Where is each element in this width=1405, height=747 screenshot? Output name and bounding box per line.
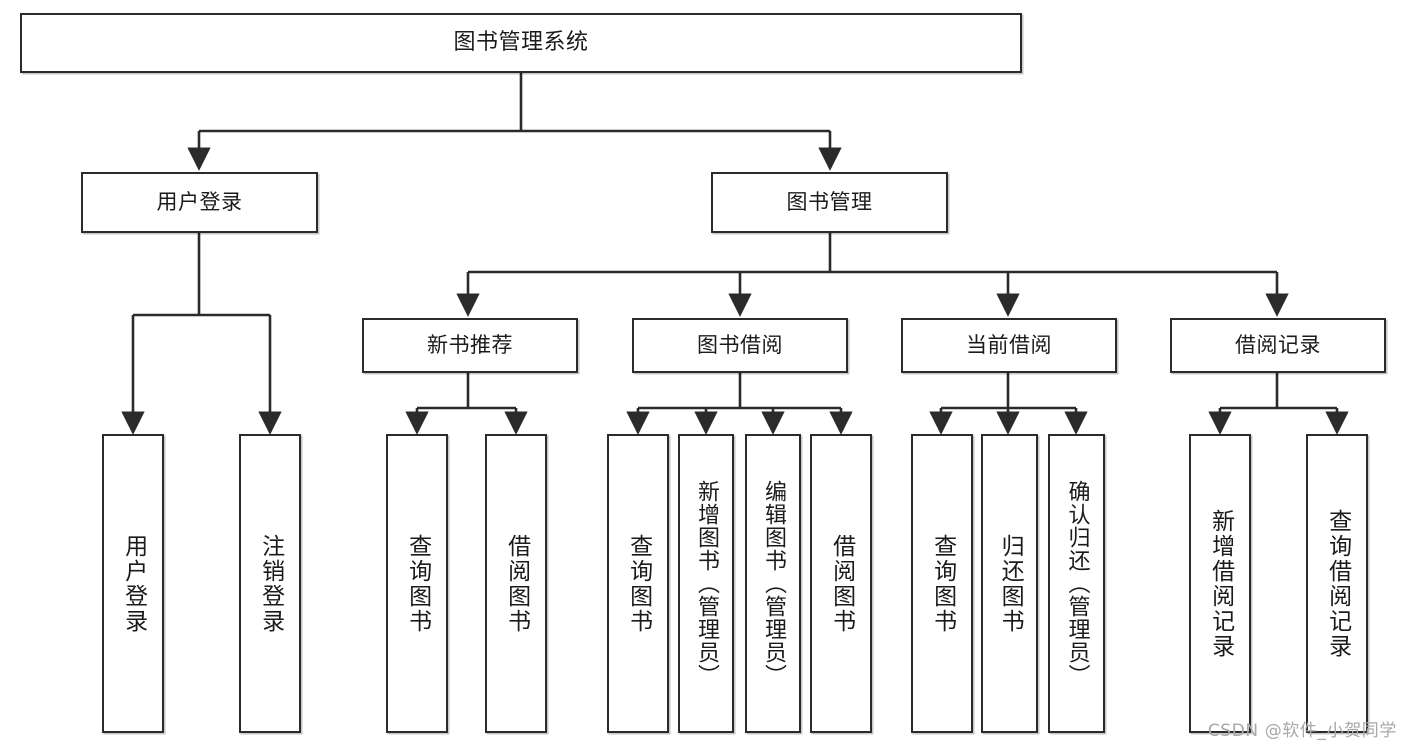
leaf-query-book-current[interactable]: 查询图书 [911,434,973,733]
node-label: 确认归还（管理员） [1064,480,1090,687]
node-label: 查询图书 [625,533,652,634]
leaf-return-book[interactable]: 归还图书 [981,434,1038,733]
node-root-book-management-system[interactable]: 图书管理系统 [20,13,1022,73]
node-label: 借阅图书 [828,533,855,634]
leaf-query-book-recommend[interactable]: 查询图书 [386,434,448,733]
node-book-manage[interactable]: 图书管理 [711,172,948,233]
node-label: 查询图书 [404,533,431,634]
leaf-borrow-book[interactable]: 借阅图书 [810,434,872,733]
leaf-borrow-book-recommend[interactable]: 借阅图书 [485,434,547,733]
node-borrow-record[interactable]: 借阅记录 [1170,318,1386,373]
node-label: 归还图书 [997,533,1024,634]
leaf-user-logout[interactable]: 注销登录 [239,434,301,733]
leaf-edit-book-admin[interactable]: 编辑图书（管理员） [745,434,801,733]
node-label: 用户登录 [156,189,243,214]
leaf-add-borrow-record[interactable]: 新增借阅记录 [1189,434,1251,733]
leaf-query-borrow-record[interactable]: 查询借阅记录 [1306,434,1368,733]
leaf-user-login[interactable]: 用户登录 [102,434,164,733]
node-label: 注销登录 [257,533,284,634]
leaf-query-book-borrow[interactable]: 查询图书 [607,434,669,733]
node-label: 借阅记录 [1235,332,1321,357]
csdn-watermark: CSDN @软件_小贺同学 [1207,721,1397,741]
node-label: 新增借阅记录 [1207,508,1234,659]
node-label: 借阅图书 [503,533,530,634]
node-label: 图书管理系统 [453,29,589,55]
node-label: 新书推荐 [427,332,513,357]
node-label: 图书借阅 [697,332,783,357]
leaf-add-book-admin[interactable]: 新增图书（管理员） [678,434,734,733]
node-label: 新增图书（管理员） [693,480,719,687]
node-label: 查询借阅记录 [1324,508,1351,659]
node-label: 用户登录 [120,533,147,634]
node-label: 编辑图书（管理员） [760,480,786,687]
node-label: 查询图书 [929,533,956,634]
node-label: 当前借阅 [966,332,1052,357]
node-book-borrow[interactable]: 图书借阅 [632,318,848,373]
node-new-book-recommend[interactable]: 新书推荐 [362,318,578,373]
node-label: 图书管理 [786,189,873,214]
node-user-login[interactable]: 用户登录 [81,172,318,233]
leaf-confirm-return-admin[interactable]: 确认归还（管理员） [1048,434,1105,733]
node-current-borrow[interactable]: 当前借阅 [901,318,1117,373]
